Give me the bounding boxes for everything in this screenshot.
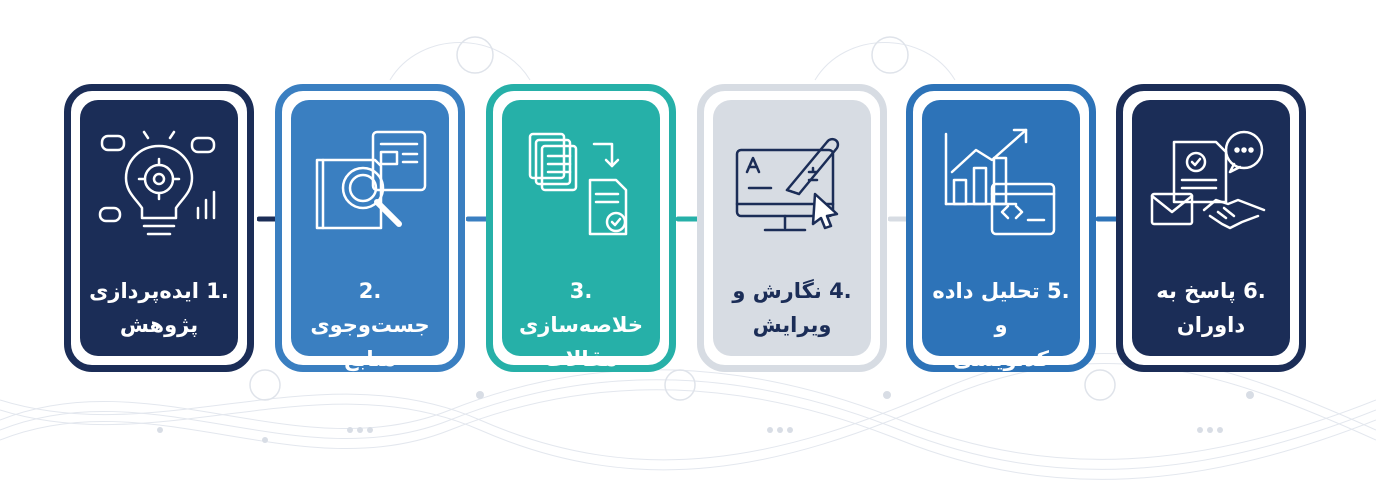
book-magnifier-icon bbox=[315, 130, 427, 230]
step-subtitle-1: پژوهش bbox=[119, 313, 199, 337]
step-number-6: 6. bbox=[1243, 279, 1266, 303]
step-card-3: 3. خلاصه‌سازی مقالات bbox=[486, 84, 676, 372]
step-label-3: 3. خلاصه‌سازی مقالات bbox=[510, 274, 652, 376]
envelope-handshake-icon bbox=[1150, 130, 1266, 230]
step-label-1: 1. ایده‌پردازی پژوهش bbox=[88, 274, 230, 342]
step-number-5: 5. bbox=[1047, 279, 1070, 303]
step-subtitle-3: مقالات bbox=[544, 347, 618, 371]
step-title-5: تحلیل داده و bbox=[932, 279, 1040, 337]
step-subtitle-5: کدنویسی bbox=[953, 347, 1049, 371]
step-card-4: 4. نگارش و ویرایش bbox=[697, 84, 887, 372]
step-label-5: 5. تحلیل داده و کدنویسی bbox=[930, 274, 1072, 376]
lightbulb-gear-icon bbox=[98, 130, 216, 236]
monitor-pen-icon bbox=[735, 137, 840, 232]
step-title-3: خلاصه‌سازی bbox=[519, 313, 643, 337]
step-subtitle-4: ویرایش bbox=[752, 313, 832, 337]
step-title-4: نگارش و bbox=[732, 279, 822, 303]
chart-code-icon bbox=[944, 128, 1056, 236]
step-card-6: 6. پاسخ به داوران bbox=[1116, 84, 1306, 372]
step-number-1: 1. bbox=[206, 279, 229, 303]
step-title-6: پاسخ به bbox=[1156, 279, 1236, 303]
step-title-2: جست‌وجوی bbox=[310, 313, 430, 337]
step-card-5: 5. تحلیل داده و کدنویسی bbox=[906, 84, 1096, 372]
step-card-1: 1. ایده‌پردازی پژوهش bbox=[64, 84, 254, 372]
step-label-2: 2. جست‌وجوی منابع bbox=[299, 274, 441, 376]
step-number-4: 4. bbox=[829, 279, 852, 303]
step-label-6: 6. پاسخ به داوران bbox=[1140, 274, 1282, 342]
documents-summary-icon bbox=[528, 132, 628, 236]
step-label-4: 4. نگارش و ویرایش bbox=[721, 274, 863, 342]
step-subtitle-6: داوران bbox=[1176, 313, 1246, 337]
step-card-2: 2. جست‌وجوی منابع bbox=[275, 84, 465, 372]
step-number-3: 3. bbox=[569, 279, 593, 303]
step-subtitle-2: منابع bbox=[344, 347, 396, 371]
step-title-1: ایده‌پردازی bbox=[89, 279, 199, 303]
step-number-2: 2. bbox=[358, 279, 382, 303]
